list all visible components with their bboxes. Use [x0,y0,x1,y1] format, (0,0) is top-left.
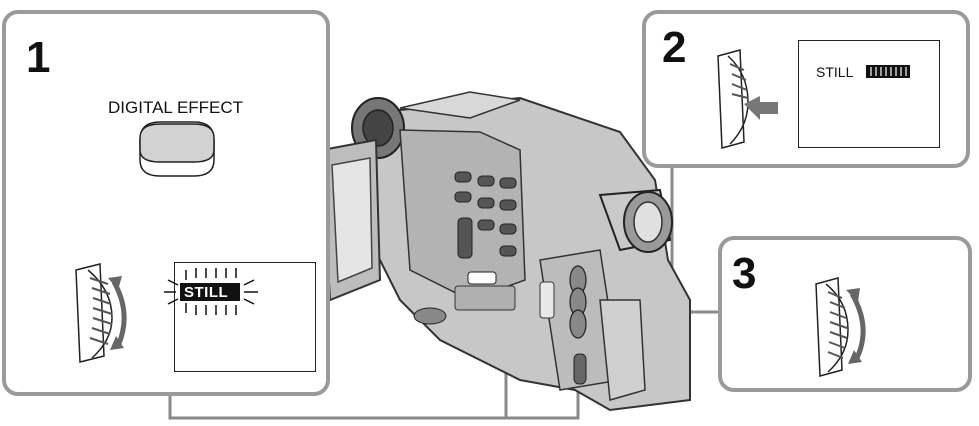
step-1-number: 1 [26,33,51,82]
still-indicator-label: STILL [184,284,229,301]
step-2-number: 2 [662,23,687,72]
digital-effect-label: DIGITAL EFFECT [108,98,244,117]
step-3-number: 3 [732,249,757,298]
still-progress-label: STILL [816,64,854,80]
step-3-panel [718,236,972,392]
step-2-display [798,40,940,148]
step-1-display [174,262,316,372]
